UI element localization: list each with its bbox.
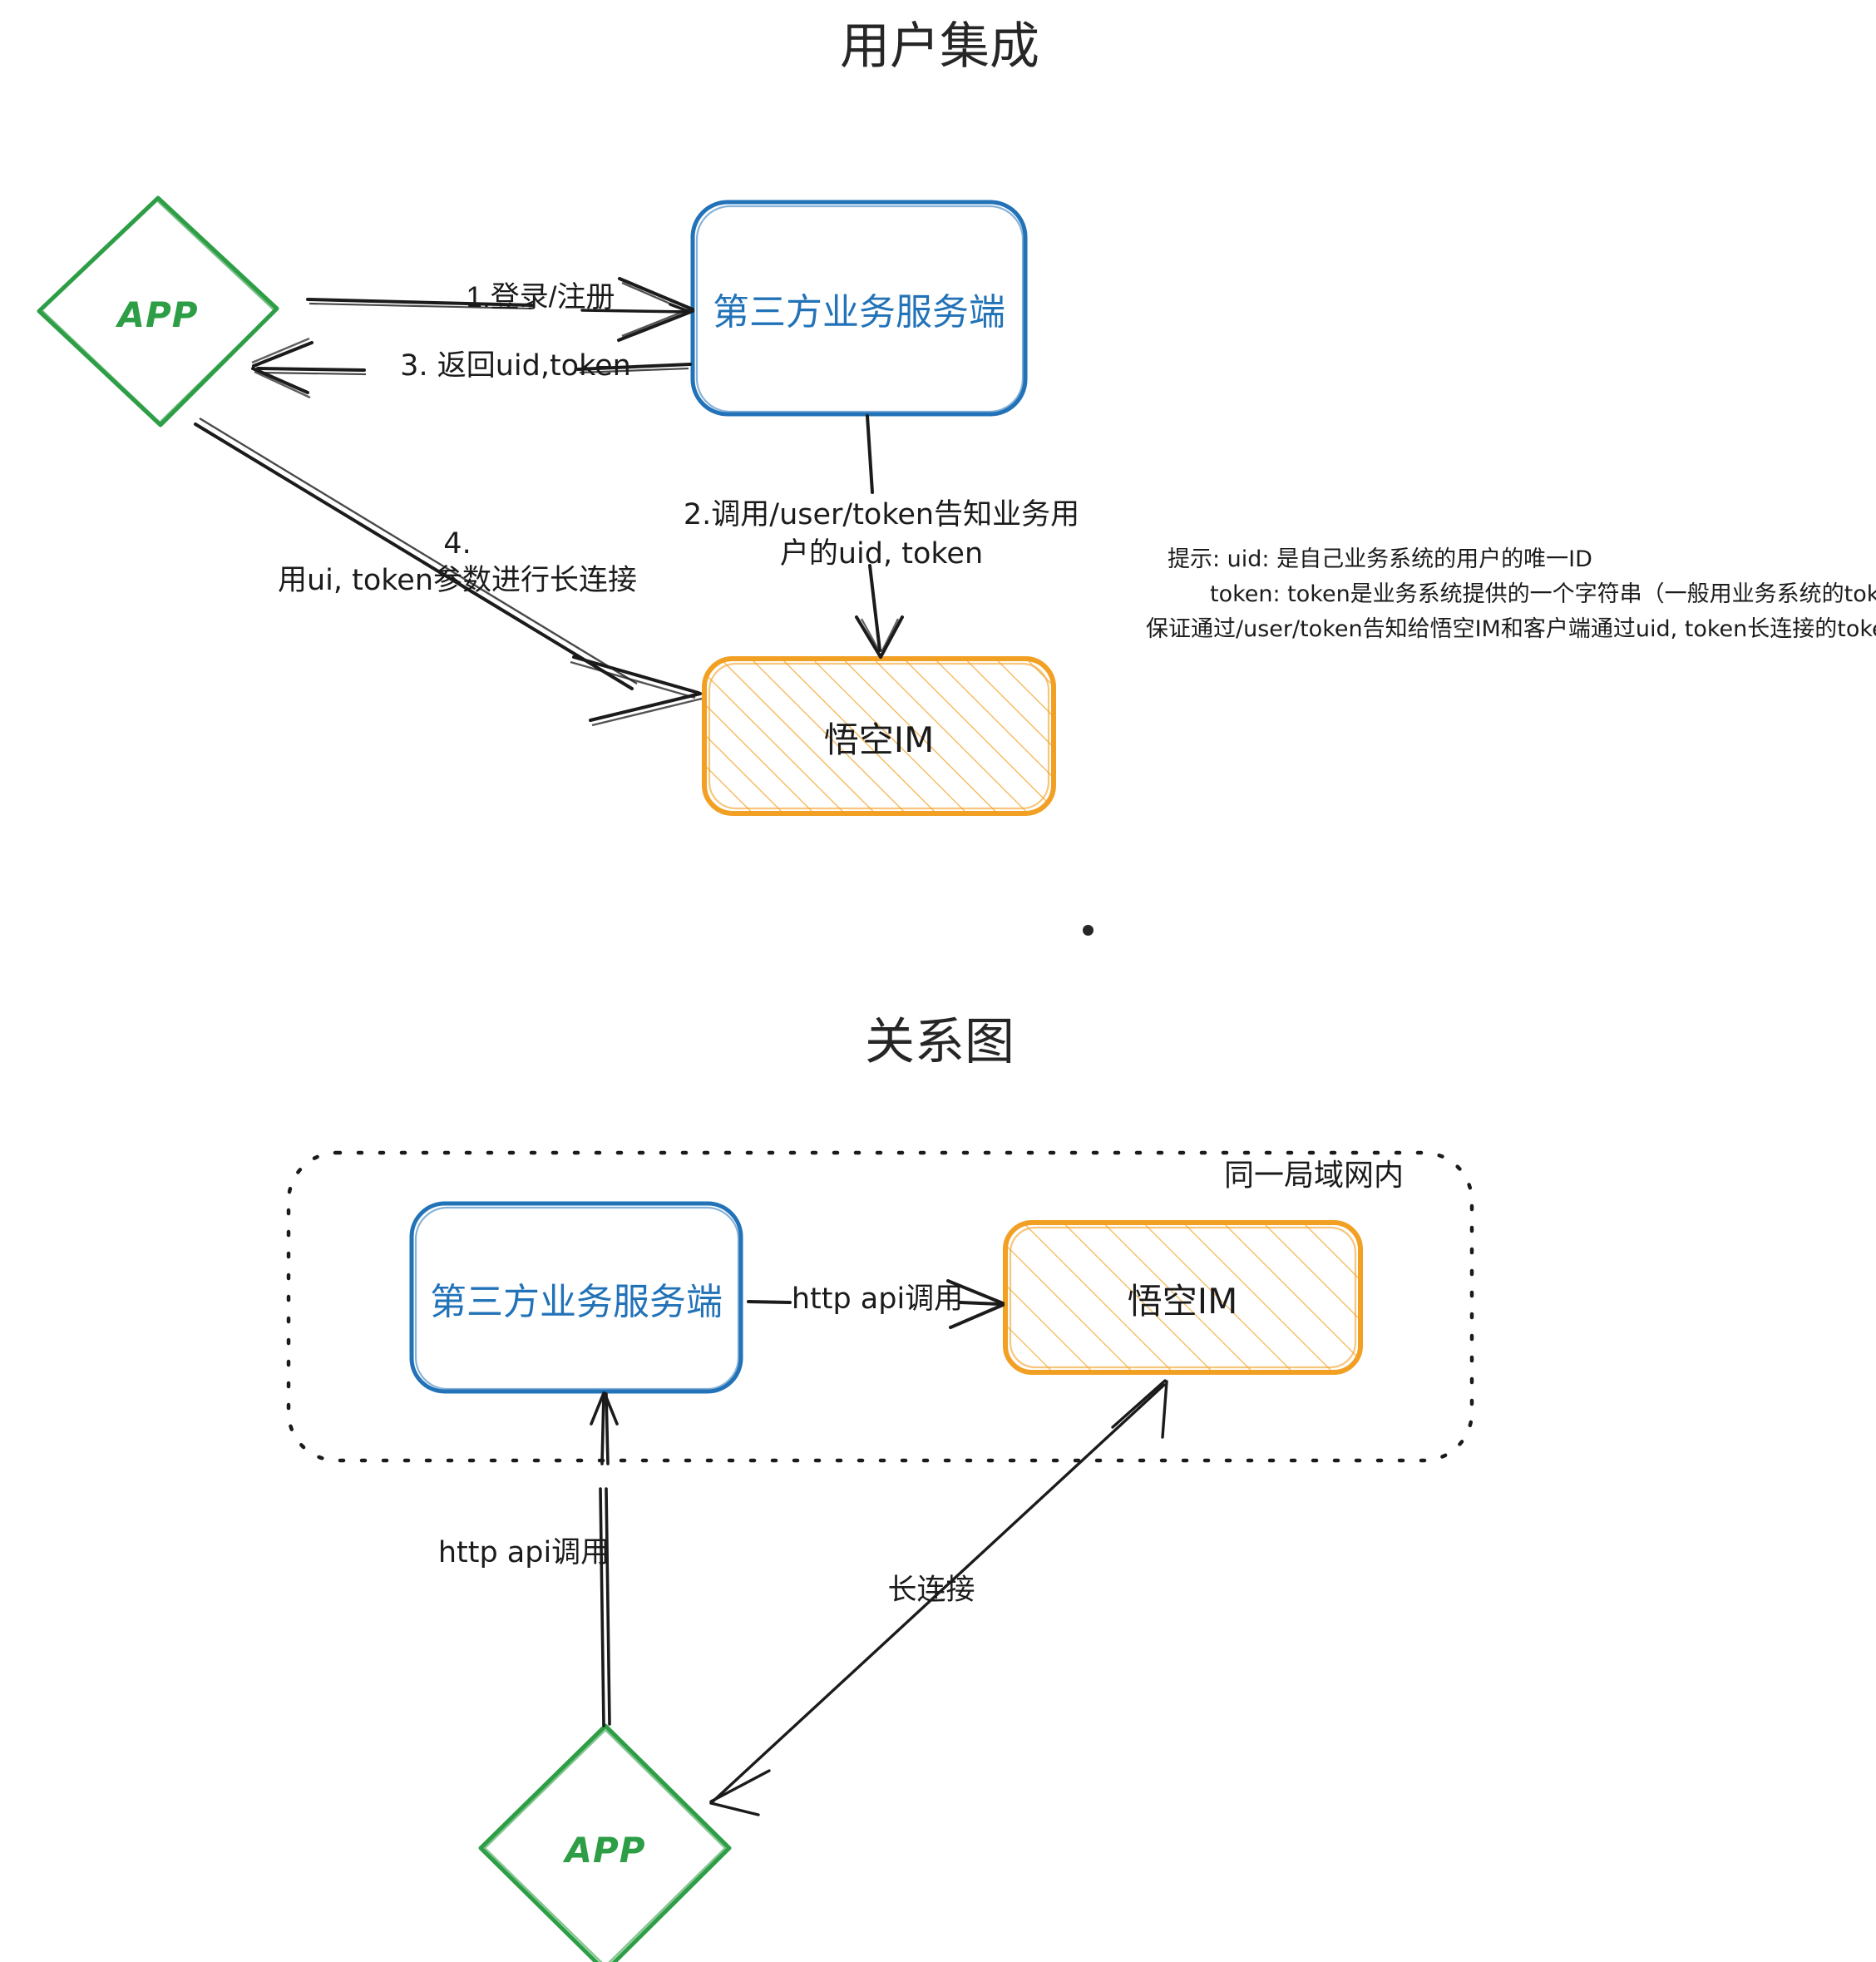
node-app-bottom-shape[interactable] <box>478 1723 732 1962</box>
edge-label-long-connection-bottom: 长连接 <box>887 1574 975 1607</box>
node-backend-top-shape[interactable] <box>690 200 1028 417</box>
node-backend-bottom-shape[interactable] <box>409 1201 743 1394</box>
node-backend-bottom-label: 第三方业务服务端 <box>430 1282 723 1322</box>
node-im-top-shape[interactable] <box>702 656 1056 816</box>
note-line-1: 提示: uid: 是自己业务系统的用户的唯一ID <box>1168 546 1592 572</box>
zone-same-lan-border <box>286 1150 1474 1463</box>
edge-return-uid-token <box>251 337 692 399</box>
edge-http-api-backend-im <box>747 1279 1005 1329</box>
separator-dot <box>1083 925 1094 936</box>
edge-label-return-uid-token: 3. 返回uid,token <box>400 349 631 383</box>
edge-http-api-app-backend <box>590 1391 619 1727</box>
diagram1-title: 用户集成 <box>840 18 1039 74</box>
edge-call-user-token <box>855 414 904 659</box>
edge-long-connection <box>194 417 703 727</box>
note-line-3: 保证通过/user/token告知给悟空IM和客户端通过uid, token长连… <box>1146 616 1876 642</box>
edge-label-http-api-backend-im: http api调用 <box>791 1282 964 1316</box>
edge-label-http-api-app-backend: http api调用 <box>437 1536 610 1569</box>
edge-long-connection-bottom <box>709 1379 1168 1816</box>
edge-label-long-connection-line2: 用ui, token参数进行长连接 <box>277 564 638 597</box>
node-im-bottom-label: 悟空IM <box>1127 1281 1238 1322</box>
node-app-top-label: APP <box>117 294 199 335</box>
node-im-top-label: 悟空IM <box>823 719 935 760</box>
diagram2-title: 关系图 <box>865 1014 1015 1070</box>
edge-label-call-user-token-line1: 2.调用/user/token告知业务用 <box>683 498 1080 531</box>
node-im-bottom-shape[interactable] <box>1003 1220 1363 1375</box>
note-line-2: token: token是业务系统提供的一个字符串（一般用业务系统的token）… <box>1210 581 1876 607</box>
zone-same-lan-label: 同一局域网内 <box>1223 1158 1404 1192</box>
node-app-bottom-label: APP <box>565 1830 646 1871</box>
edge-label-long-connection-line1: 4. <box>443 527 471 561</box>
edge-label-login-register: 1.登录/注册 <box>466 281 615 314</box>
node-app-top-shape[interactable] <box>37 195 279 427</box>
edge-label-call-user-token-line2: 户的uid, token <box>779 537 984 571</box>
node-backend-top-label: 第三方业务服务端 <box>713 292 1005 333</box>
edge-login-register <box>306 277 694 342</box>
